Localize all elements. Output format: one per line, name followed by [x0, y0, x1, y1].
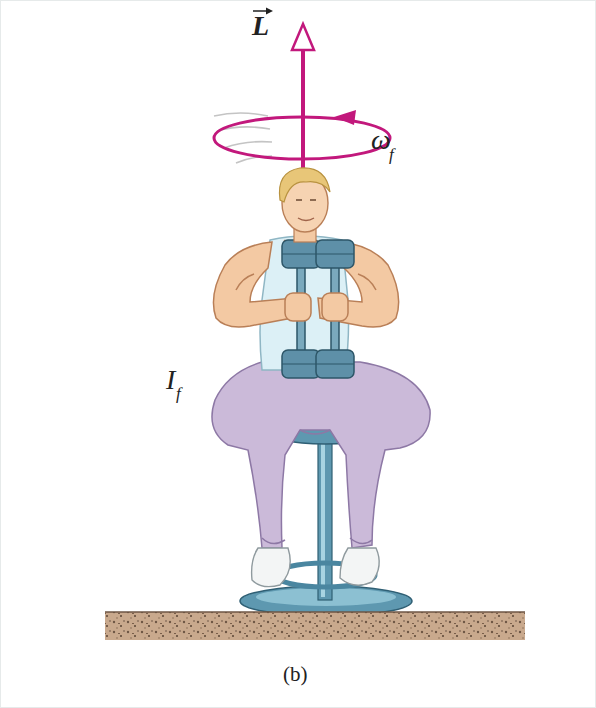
muscle-line	[358, 274, 376, 290]
hand	[322, 293, 348, 321]
eyes	[296, 199, 316, 201]
cuff	[262, 538, 285, 544]
shoe	[252, 548, 291, 587]
panel-label: (b)	[283, 664, 308, 685]
cuff	[350, 538, 372, 544]
mouth	[298, 218, 314, 221]
hair	[279, 168, 330, 202]
ground-line	[105, 611, 525, 613]
pole-shine	[321, 432, 325, 597]
rotation-arrow	[214, 110, 390, 159]
rotation-ellipse	[214, 117, 390, 159]
motion-line	[224, 142, 272, 148]
hands	[285, 293, 348, 321]
subscript: f	[176, 385, 181, 402]
rotation-head	[334, 110, 356, 125]
dumbbells	[282, 240, 354, 378]
subscript: f	[389, 146, 394, 163]
motion-line	[214, 113, 268, 116]
weight-rim	[282, 364, 354, 365]
stool-pole	[318, 430, 332, 600]
shoe	[340, 548, 379, 585]
inertia-symbol: I	[166, 366, 175, 394]
hand	[285, 293, 311, 321]
angular-momentum-vector	[292, 24, 314, 178]
shoes	[252, 548, 380, 587]
angular-velocity-symbol: ω	[371, 126, 391, 154]
ground	[105, 612, 525, 640]
head	[279, 168, 330, 242]
weight-rim	[282, 254, 354, 255]
pants-shape	[212, 362, 430, 548]
vector-symbol: L	[252, 12, 269, 40]
open-arrowhead	[292, 24, 314, 50]
pants-crease	[300, 430, 330, 434]
pants	[212, 362, 430, 548]
muscle-line	[236, 274, 254, 290]
